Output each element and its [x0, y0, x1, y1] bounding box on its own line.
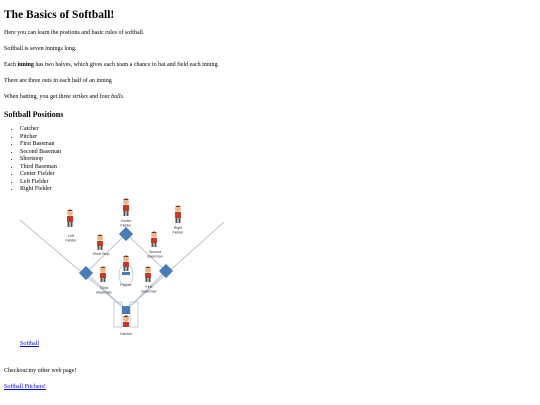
list-item: Pitcher — [20, 134, 536, 142]
pitcher-figure — [123, 255, 129, 271]
batter-box-right — [129, 301, 139, 328]
batting-before: When batting, you get three — [4, 94, 73, 100]
halves-before: Each — [4, 62, 18, 68]
halves-text: Each inning has two halves, which gives … — [4, 62, 536, 69]
innings-text: Softball is seven innings long. — [4, 46, 77, 52]
left-fielder-figure — [67, 209, 73, 227]
center-fielder-figure — [123, 198, 129, 216]
label-center-fielder-2: Fielder — [121, 224, 133, 228]
first-baseman-figure — [145, 266, 151, 282]
pitchers-link-wrap: Softball Pitchers! — [4, 384, 46, 391]
softball-field-diagram: Center Fielder Left Fielder Right Fielde… — [16, 192, 228, 340]
label-center-fielder-1: Center — [121, 219, 133, 223]
third-base — [78, 265, 94, 281]
positions-list: Catcher Pitcher First Baseman Second Bas… — [4, 126, 536, 194]
label-third-baseman-1: Third — [100, 286, 108, 290]
softball-link[interactable]: Softball — [20, 341, 39, 347]
page-title: The Basics of Softball! — [4, 9, 115, 21]
batting-text: When batting, you get three strikes and … — [4, 94, 536, 101]
batter-box-left — [113, 301, 123, 328]
intro-text: Here you can learn the postions and basi… — [4, 30, 145, 36]
label-left-fielder-2: Fielder — [66, 239, 78, 243]
first-base — [158, 263, 174, 279]
list-item: Center Fielder — [20, 171, 536, 179]
inning-bold: inning — [17, 62, 34, 68]
home-plate — [122, 306, 130, 314]
label-second-baseman-1: Second — [149, 250, 161, 254]
label-short-stop: Short Stop — [93, 252, 110, 256]
list-item: Third Baseman — [20, 164, 536, 172]
third-baseman-figure — [100, 266, 106, 282]
pitcher-rubber — [122, 272, 130, 275]
list-item: Left Fielder — [20, 179, 536, 187]
foul-line-right — [125, 221, 225, 311]
outs-text: There are three outs in each half of an … — [4, 78, 112, 84]
softball-pitchers-link[interactable]: Softball Pitchers! — [4, 384, 46, 390]
label-pitcher: Pitcher — [120, 283, 132, 287]
list-item: Right Fielder — [20, 186, 536, 194]
positions-heading: Softball Positions — [4, 110, 64, 119]
batting-after: . — [122, 94, 125, 100]
field-svg: Center Fielder Left Fielder Right Fielde… — [19, 198, 225, 336]
short-stop-figure — [97, 234, 103, 250]
label-third-baseman-2: Baseman — [96, 291, 111, 295]
page-content: The Basics of Softball! Here you can lea… — [4, 0, 536, 194]
list-item: Catcher — [20, 126, 536, 134]
list-item: Second Baseman — [20, 149, 536, 157]
label-first-baseman-1: First — [146, 285, 153, 289]
label-catcher: Catcher — [120, 332, 133, 336]
label-right-fielder-2: Fielder — [173, 231, 185, 235]
foul-line-left — [19, 219, 127, 311]
list-item: First Baseman — [20, 141, 536, 149]
second-baseman-figure — [151, 231, 157, 247]
halves-after: has two halves, which gives each team a … — [33, 62, 219, 68]
right-fielder-figure — [175, 205, 181, 223]
balls-italic: balls — [111, 94, 123, 100]
label-second-baseman-2: Baseman — [147, 255, 162, 259]
other-page-note: Checkout my other web page! — [4, 368, 77, 374]
label-first-baseman-2: Baseman — [141, 290, 156, 294]
label-right-fielder-1: Right — [174, 226, 182, 230]
catcher-figure — [123, 315, 129, 327]
label-left-fielder-1: Left — [68, 234, 74, 238]
list-item: Shortstop — [20, 156, 536, 164]
batting-middle: and four — [87, 94, 112, 100]
strikes-italic: strikes — [72, 94, 88, 100]
